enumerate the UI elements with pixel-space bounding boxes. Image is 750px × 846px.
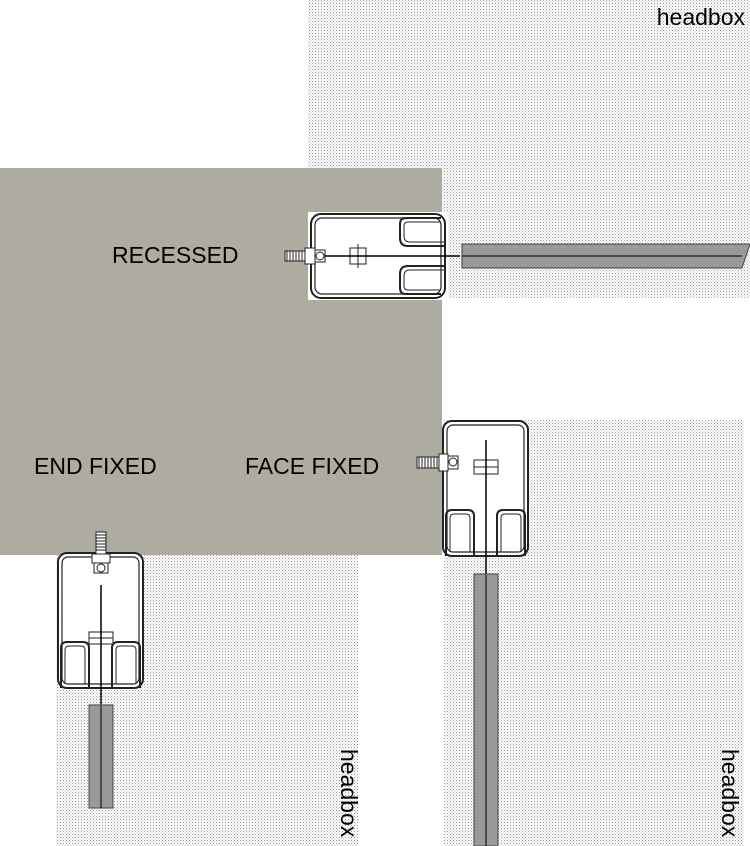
face-fixed-screw-icon <box>416 453 459 472</box>
end-fixed-screw-icon <box>91 531 111 574</box>
recessed-track <box>284 212 460 300</box>
end-fixed-track <box>57 531 144 706</box>
label-end-fixed: END FIXED <box>34 453 157 479</box>
label-headbox-top: headbox <box>657 4 746 30</box>
label-recessed: RECESSED <box>112 242 239 268</box>
label-face-fixed: FACE FIXED <box>245 453 379 479</box>
face-fixed-track <box>416 420 529 575</box>
label-headbox-left: headbox <box>336 749 362 838</box>
recessed-screw-icon <box>284 247 326 265</box>
label-headbox-right: headbox <box>717 749 743 838</box>
